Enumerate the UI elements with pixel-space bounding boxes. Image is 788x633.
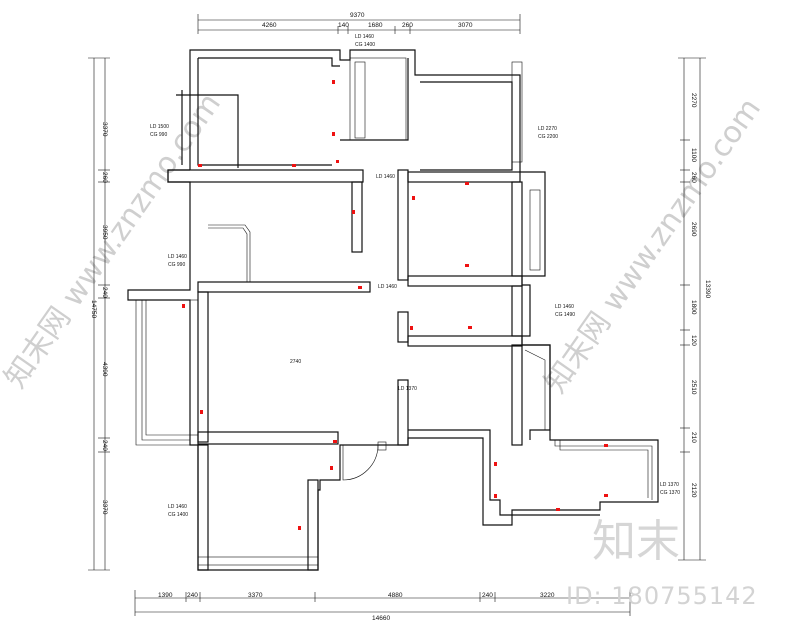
brand-watermark: 知末 ID: 180755142 (566, 516, 758, 610)
right-dim-8: 210 (690, 432, 697, 443)
label-ld-corridor-1: LD 1460 (376, 174, 395, 180)
right-dim-3: 260 (690, 172, 697, 183)
right-dim-9: 2120 (690, 483, 697, 498)
label-ld-left-mid: LD 1460 (168, 254, 187, 260)
brand-logo-text: 知末 (592, 516, 680, 567)
label-ld-right-mid: LD 1460 (555, 304, 574, 310)
right-dim-4: 2690 (690, 222, 697, 237)
watermark-site-left: 知末网 www.znzmo.com (0, 87, 228, 395)
top-dim-5: 3070 (458, 22, 473, 29)
bottom-dim-6: 3220 (540, 592, 555, 599)
top-dim-1: 4260 (262, 22, 277, 29)
bottom-dim-5: 240 (482, 592, 493, 599)
label-ld-left-upper: LD 1500 (150, 124, 169, 130)
label-ld-left-low: LD 1460 (168, 504, 187, 510)
left-dim-3: 3950 (101, 225, 108, 240)
label-cg-left-upper: CG 990 (150, 132, 167, 138)
top-dim-2: 140 (338, 22, 349, 29)
red-markers (182, 80, 608, 530)
label-cg-left-low: CG 1400 (168, 512, 188, 518)
right-dim-5: 1800 (690, 300, 697, 315)
top-dimension: 9370 4260 140 1680 260 3070 (197, 12, 521, 34)
top-total-dim: 9370 (350, 12, 365, 19)
right-total-dim: 13390 (704, 280, 711, 298)
bottom-dim-2: 240 (187, 592, 198, 599)
label-ld-corridor-2: LD 1460 (378, 284, 397, 290)
label-cg-left-mid: CG 990 (168, 262, 185, 268)
left-dim-6: 240 (101, 440, 108, 451)
label-ld-corridor-3: LD 1370 (398, 386, 417, 392)
right-dimension: 2270 1100 260 2690 1800 120 2510 210 212… (678, 57, 711, 561)
bottom-dim-4: 4880 (388, 592, 403, 599)
image-id-text: ID: 180755142 (566, 582, 758, 610)
left-dim-2: 260 (101, 172, 108, 183)
bottom-dimension: 1390 240 3370 4880 240 3220 14660 (134, 590, 631, 622)
left-dim-1: 3370 (101, 122, 108, 137)
right-dim-7: 2510 (690, 380, 697, 395)
left-dim-7: 3370 (101, 500, 108, 515)
right-dim-1: 2270 (690, 93, 697, 108)
label-cg-right-low: CG 1370 (660, 490, 680, 496)
watermark-layer: 知末网 www.znzmo.com 知末网 www.znzmo.com (0, 87, 768, 400)
room-annotations: LD 1460 CG 1400 LD 1500 CG 990 LD 2270 C… (150, 34, 680, 518)
label-cg-right-mid: CG 1490 (555, 312, 575, 318)
left-total-dim: 14750 (90, 300, 97, 318)
label-ld-right-low: LD 1370 (660, 482, 679, 488)
right-dim-2: 1100 (690, 148, 697, 162)
label-cg-top-small: CG 1400 (355, 42, 375, 48)
label-living-dim: 2740 (290, 359, 301, 365)
left-dim-5: 4390 (101, 362, 108, 377)
label-ld-right-upper: LD 2270 (538, 126, 557, 132)
top-dim-3: 1680 (368, 22, 383, 29)
left-dimension: 3370 260 3950 240 4390 240 3370 14750 (88, 57, 110, 571)
interior-walls (167, 57, 600, 571)
right-dim-6: 120 (690, 335, 697, 346)
watermark-site-right: 知末网 www.znzmo.com (538, 92, 768, 400)
top-dim-4: 260 (402, 22, 413, 29)
label-ld-top-small: LD 1460 (355, 34, 374, 40)
bottom-dim-1: 1390 (158, 592, 173, 599)
bottom-dim-3: 3370 (248, 592, 263, 599)
left-dim-4: 240 (101, 287, 108, 298)
bottom-total-dim: 14660 (372, 615, 390, 622)
label-cg-right-upper: CG 2200 (538, 134, 558, 140)
